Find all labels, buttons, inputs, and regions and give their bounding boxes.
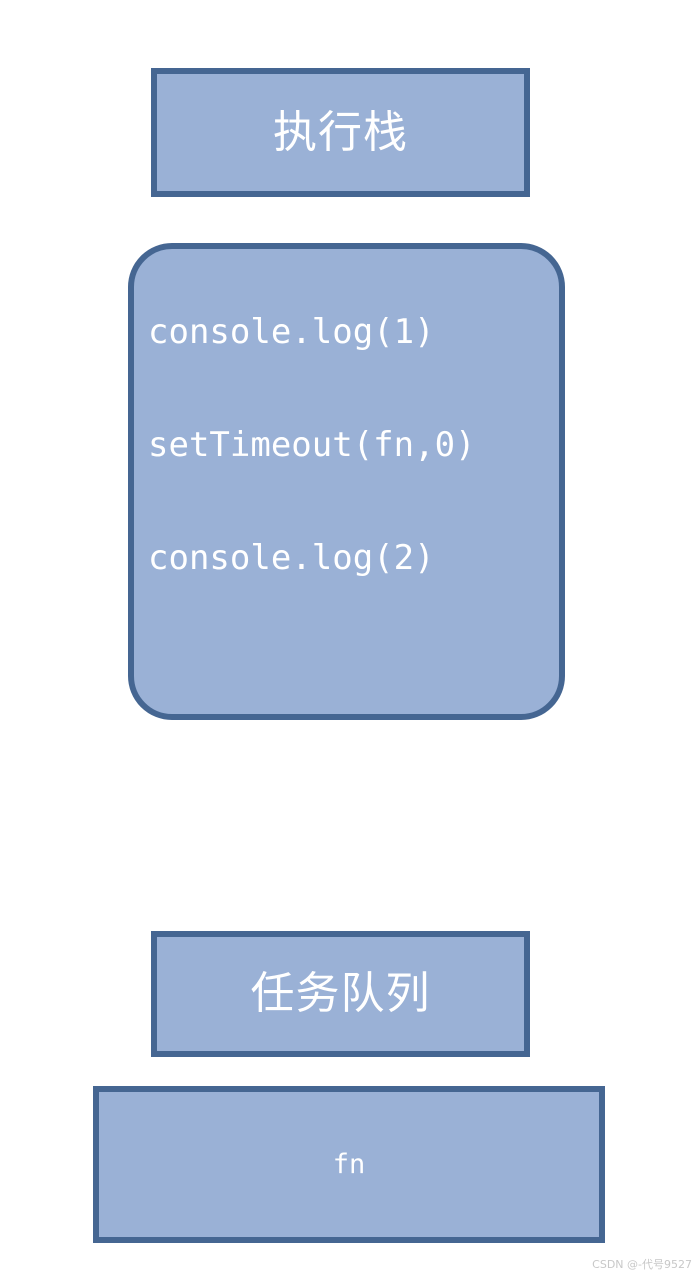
execution-stack-title-label: 执行栈 xyxy=(273,106,408,158)
task-queue-item-box: fn xyxy=(93,1086,605,1243)
stack-frame-item: setTimeout(fn,0) xyxy=(148,425,476,465)
stack-frame-item: console.log(2) xyxy=(148,538,435,578)
watermark: CSDN @-代号9527 xyxy=(592,1258,692,1271)
task-queue-title-label: 任务队列 xyxy=(250,968,431,1019)
task-queue-item-label: fn xyxy=(332,1149,366,1180)
execution-stack-frames-box: console.log(1) setTimeout(fn,0) console.… xyxy=(128,243,565,720)
execution-stack-title-box: 执行栈 xyxy=(151,68,530,197)
task-queue-title-box: 任务队列 xyxy=(151,931,530,1057)
stack-frame-item: console.log(1) xyxy=(148,312,435,352)
